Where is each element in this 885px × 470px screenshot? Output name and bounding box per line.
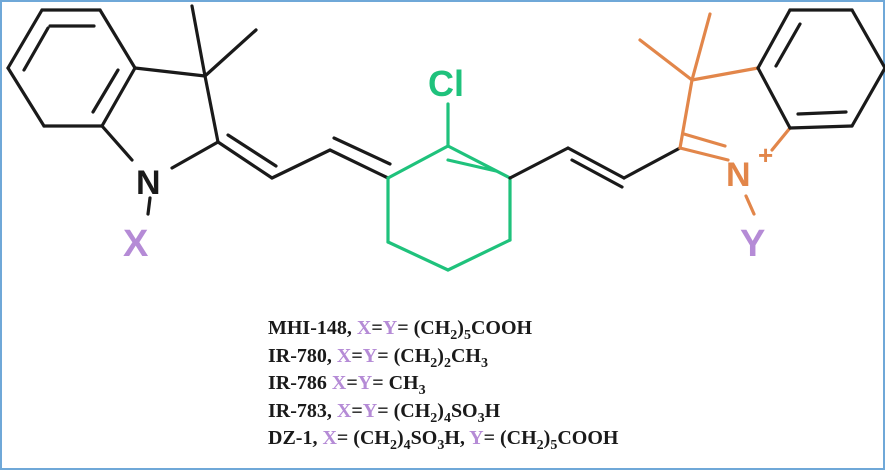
formula-part: = (CH bbox=[377, 399, 431, 422]
formula-part: = (CH bbox=[397, 317, 451, 339]
formula-part: COOH bbox=[557, 427, 619, 449]
compound-row-dz-1: DZ-1, X= (CH2)4SO3H, Y= (CH2)5COOH bbox=[268, 426, 618, 454]
formula-subscript: 4 bbox=[403, 438, 411, 453]
formula-subscript: 3 bbox=[477, 410, 485, 426]
x-symbol: X bbox=[356, 317, 372, 339]
y-symbol: Y bbox=[362, 344, 378, 367]
left-benzene-ring bbox=[6, 8, 137, 128]
formula-part: ) bbox=[437, 344, 444, 367]
cyanine-structure: N X Cl N + Y bbox=[6, 4, 885, 272]
right-methine-chain bbox=[508, 146, 682, 189]
compound-name: IR-780, bbox=[268, 344, 332, 367]
x-symbol: X bbox=[331, 372, 347, 394]
formula-part: = CH bbox=[372, 372, 419, 394]
equals-sign: = bbox=[371, 317, 383, 339]
formula-part: = (CH bbox=[377, 344, 431, 367]
formula-subscript: 2 bbox=[389, 438, 397, 453]
formula-part: ) bbox=[437, 399, 444, 422]
formula-part: SO bbox=[450, 399, 478, 422]
x-symbol: X bbox=[322, 427, 337, 449]
formula-subscript: 4 bbox=[443, 410, 451, 426]
compound-row-ir-783: IR-783, X=Y= (CH2)4SO3H bbox=[268, 399, 618, 427]
formula-part: H bbox=[484, 399, 501, 422]
compound-list: MHI-148, X=Y= (CH2)5COOH IR-780, X=Y= (C… bbox=[268, 316, 618, 454]
formula-part: CH bbox=[450, 344, 481, 367]
formula-part: ) bbox=[543, 427, 551, 449]
formula-subscript: 2 bbox=[430, 355, 438, 371]
y-symbol: Y bbox=[357, 372, 373, 394]
right-substituent-y-label: Y bbox=[740, 223, 765, 265]
formula-part: COOH bbox=[470, 317, 533, 339]
formula-part: SO bbox=[410, 427, 438, 449]
left-nitrogen-label: N bbox=[136, 164, 161, 202]
y-symbol: Y bbox=[362, 399, 378, 422]
left-indoline-ring bbox=[100, 4, 258, 216]
y-symbol: Y bbox=[469, 427, 484, 449]
formula-subscript: 5 bbox=[463, 328, 471, 343]
cyclohexene-ring bbox=[386, 102, 512, 272]
equals-sign: = bbox=[351, 344, 363, 367]
left-substituent-x-label: X bbox=[123, 223, 149, 265]
right-indolium-ring bbox=[638, 12, 792, 216]
formula-subscript: 2 bbox=[430, 410, 438, 426]
compound-name: IR-786 bbox=[268, 372, 327, 394]
formula-subscript: 2 bbox=[450, 328, 458, 343]
equals-sign: = bbox=[351, 399, 363, 422]
right-charge-label: + bbox=[758, 140, 773, 170]
formula-part: ) bbox=[457, 317, 464, 339]
compound-name: DZ-1, bbox=[268, 427, 318, 449]
compound-name: MHI-148, bbox=[268, 317, 352, 339]
x-symbol: X bbox=[336, 399, 352, 422]
formula-subscript: 3 bbox=[480, 355, 488, 371]
x-symbol: X bbox=[336, 344, 352, 367]
compound-row-mhi-148: MHI-148, X=Y= (CH2)5COOH bbox=[268, 316, 618, 344]
compound-row-ir-786: IR-786 X=Y= CH3 bbox=[268, 371, 618, 399]
formula-part: H, bbox=[444, 427, 465, 449]
left-methine-chain bbox=[216, 133, 392, 180]
right-benzene-ring bbox=[756, 8, 885, 130]
formula-subscript: 2 bbox=[536, 438, 544, 453]
formula-subscript: 3 bbox=[418, 383, 426, 398]
formula-subscript: 2 bbox=[443, 355, 451, 371]
formula-subscript: 5 bbox=[550, 438, 558, 453]
equals-sign: = bbox=[346, 372, 358, 394]
formula-part: ) bbox=[396, 427, 404, 449]
y-symbol: Y bbox=[382, 317, 398, 339]
compound-name: IR-783, bbox=[268, 399, 332, 422]
compound-row-ir-780: IR-780, X=Y= (CH2)2CH3 bbox=[268, 344, 618, 372]
formula-subscript: 3 bbox=[437, 438, 445, 453]
formula-part: = (CH bbox=[483, 427, 537, 449]
right-nitrogen-label: N bbox=[726, 156, 751, 194]
formula-part: = (CH bbox=[336, 427, 390, 449]
chlorine-label: Cl bbox=[428, 63, 464, 104]
